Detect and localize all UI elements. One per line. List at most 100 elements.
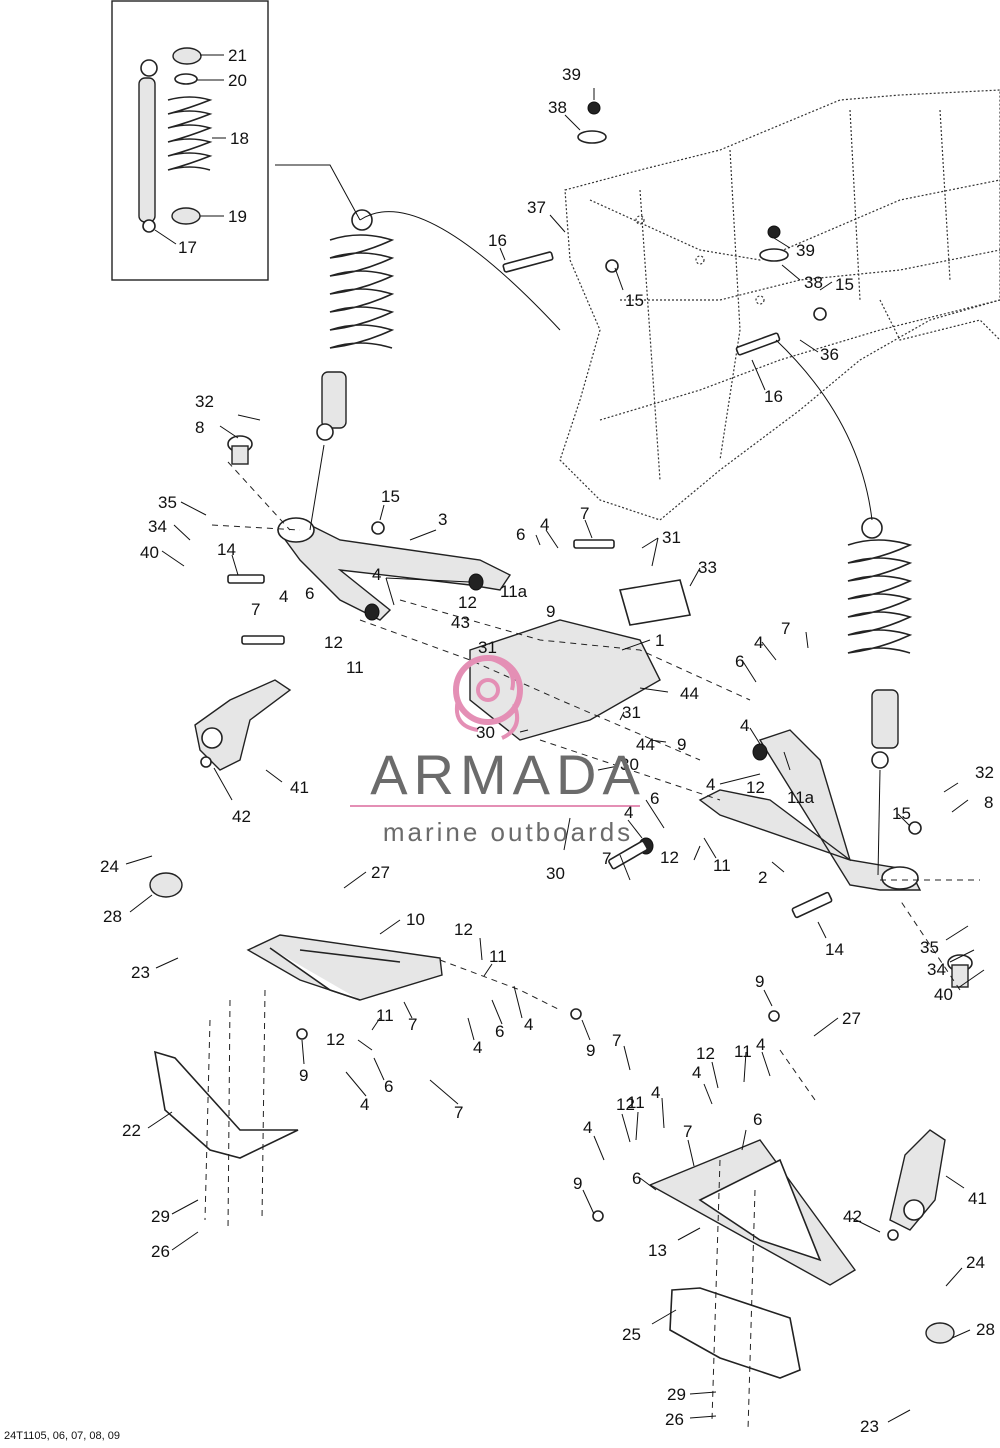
callout-18: 18 xyxy=(230,129,249,148)
callout-30: 30 xyxy=(476,723,495,742)
callout-6: 6 xyxy=(495,1022,504,1041)
callout-43: 43 xyxy=(451,613,470,632)
callout-4: 4 xyxy=(692,1063,701,1082)
callout-38: 38 xyxy=(548,98,567,117)
callout-40: 40 xyxy=(934,985,953,1004)
callout-4: 4 xyxy=(624,803,633,822)
callout-7: 7 xyxy=(408,1015,417,1034)
callout-11: 11 xyxy=(489,947,507,966)
callout-17: 17 xyxy=(178,238,197,257)
callout-4: 4 xyxy=(372,565,381,584)
lower-a-arm-right xyxy=(648,1139,857,1286)
callout-14: 14 xyxy=(217,540,236,559)
callout-15: 15 xyxy=(892,804,911,823)
callout-29: 29 xyxy=(667,1385,686,1404)
callout-6: 6 xyxy=(735,652,744,671)
callout-44: 44 xyxy=(636,735,655,754)
callout-12: 12 xyxy=(696,1044,715,1063)
callout-33: 33 xyxy=(698,558,717,577)
callout-2: 2 xyxy=(758,868,767,887)
skid-plate-left xyxy=(153,1050,299,1159)
callout-11a: 11a xyxy=(787,788,815,807)
callout-7: 7 xyxy=(781,619,790,638)
callout-6: 6 xyxy=(753,1110,762,1129)
callout-16: 16 xyxy=(488,231,507,250)
assembly-lines xyxy=(204,164,980,1431)
callout-6: 6 xyxy=(384,1077,393,1096)
callout-35: 35 xyxy=(920,938,939,957)
callout-4: 4 xyxy=(540,515,549,534)
callout-36: 36 xyxy=(820,345,839,364)
callout-12: 12 xyxy=(458,593,477,612)
callout-40: 40 xyxy=(140,543,159,562)
callout-26: 26 xyxy=(151,1242,170,1261)
watermark-tagline: marine outboards xyxy=(382,817,634,847)
callout-39: 39 xyxy=(796,241,815,260)
callout-7: 7 xyxy=(251,600,260,619)
callout-6: 6 xyxy=(650,789,659,808)
ball-joint-left xyxy=(149,872,183,898)
callout-35: 35 xyxy=(158,493,177,512)
callout-3: 3 xyxy=(438,510,447,529)
callout-27: 27 xyxy=(371,863,390,882)
callout-32: 32 xyxy=(975,763,994,782)
callout-42: 42 xyxy=(232,807,251,826)
callout-4: 4 xyxy=(360,1095,369,1114)
frame-chassis xyxy=(559,89,1000,521)
callout-23: 23 xyxy=(860,1417,879,1436)
callout-4: 4 xyxy=(473,1038,482,1057)
callout-12: 12 xyxy=(326,1030,345,1049)
callout-32: 32 xyxy=(195,392,214,411)
armada-logo-mark xyxy=(350,655,640,807)
callout-13: 13 xyxy=(648,1241,667,1260)
skid-plate-right xyxy=(669,1287,801,1379)
watermark-brand: ARMADA xyxy=(370,743,646,806)
callout-24: 24 xyxy=(100,857,119,876)
callout-4: 4 xyxy=(651,1083,660,1102)
callout-9: 9 xyxy=(677,735,686,754)
callout-7: 7 xyxy=(602,849,611,868)
callout-24: 24 xyxy=(966,1253,985,1272)
steering-knuckle-left xyxy=(194,679,292,771)
callout-34: 34 xyxy=(148,517,167,536)
callout-41: 41 xyxy=(290,778,309,797)
callout-4: 4 xyxy=(706,775,715,794)
callout-8: 8 xyxy=(984,793,993,812)
callout-11: 11 xyxy=(346,658,364,677)
callout-16: 16 xyxy=(764,387,783,406)
callout-11: 11 xyxy=(713,856,731,875)
callout-25: 25 xyxy=(622,1325,641,1344)
callout-8: 8 xyxy=(195,418,204,437)
callout-7: 7 xyxy=(683,1122,692,1141)
callout-11: 11 xyxy=(734,1042,752,1061)
callout-1: 1 xyxy=(655,631,664,650)
callout-12: 12 xyxy=(616,1095,635,1114)
callout-10: 10 xyxy=(406,910,425,929)
callout-31: 31 xyxy=(478,638,497,657)
callout-19: 19 xyxy=(228,207,247,226)
watermark: ARMADA marine outboards xyxy=(348,745,668,848)
callout-29: 29 xyxy=(151,1207,170,1226)
ball-joint-8-left xyxy=(227,435,253,465)
callout-9: 9 xyxy=(755,972,764,991)
callout-12: 12 xyxy=(454,920,473,939)
callout-4: 4 xyxy=(740,716,749,735)
callout-4: 4 xyxy=(756,1035,765,1054)
callout-4: 4 xyxy=(754,633,763,652)
drawing-reference-code: 24T1105, 06, 07, 08, 09 xyxy=(4,1430,120,1442)
callout-11: 11 xyxy=(376,1006,394,1025)
callout-12: 12 xyxy=(324,633,343,652)
callout-30: 30 xyxy=(546,864,565,883)
callout-42: 42 xyxy=(843,1207,862,1226)
ball-joint-8-right xyxy=(947,954,973,988)
callout-15: 15 xyxy=(625,291,644,310)
callout-9: 9 xyxy=(299,1066,308,1085)
callout-labels: 21 20 18 19 17 39 38 37 16 15 39 38 15 3… xyxy=(100,46,995,1436)
callout-44: 44 xyxy=(680,684,699,703)
callout-14: 14 xyxy=(825,940,844,959)
callout-9: 9 xyxy=(546,602,555,621)
ball-joint-right xyxy=(925,1322,955,1344)
callout-31: 31 xyxy=(662,528,681,547)
callout-38: 38 xyxy=(804,273,823,292)
